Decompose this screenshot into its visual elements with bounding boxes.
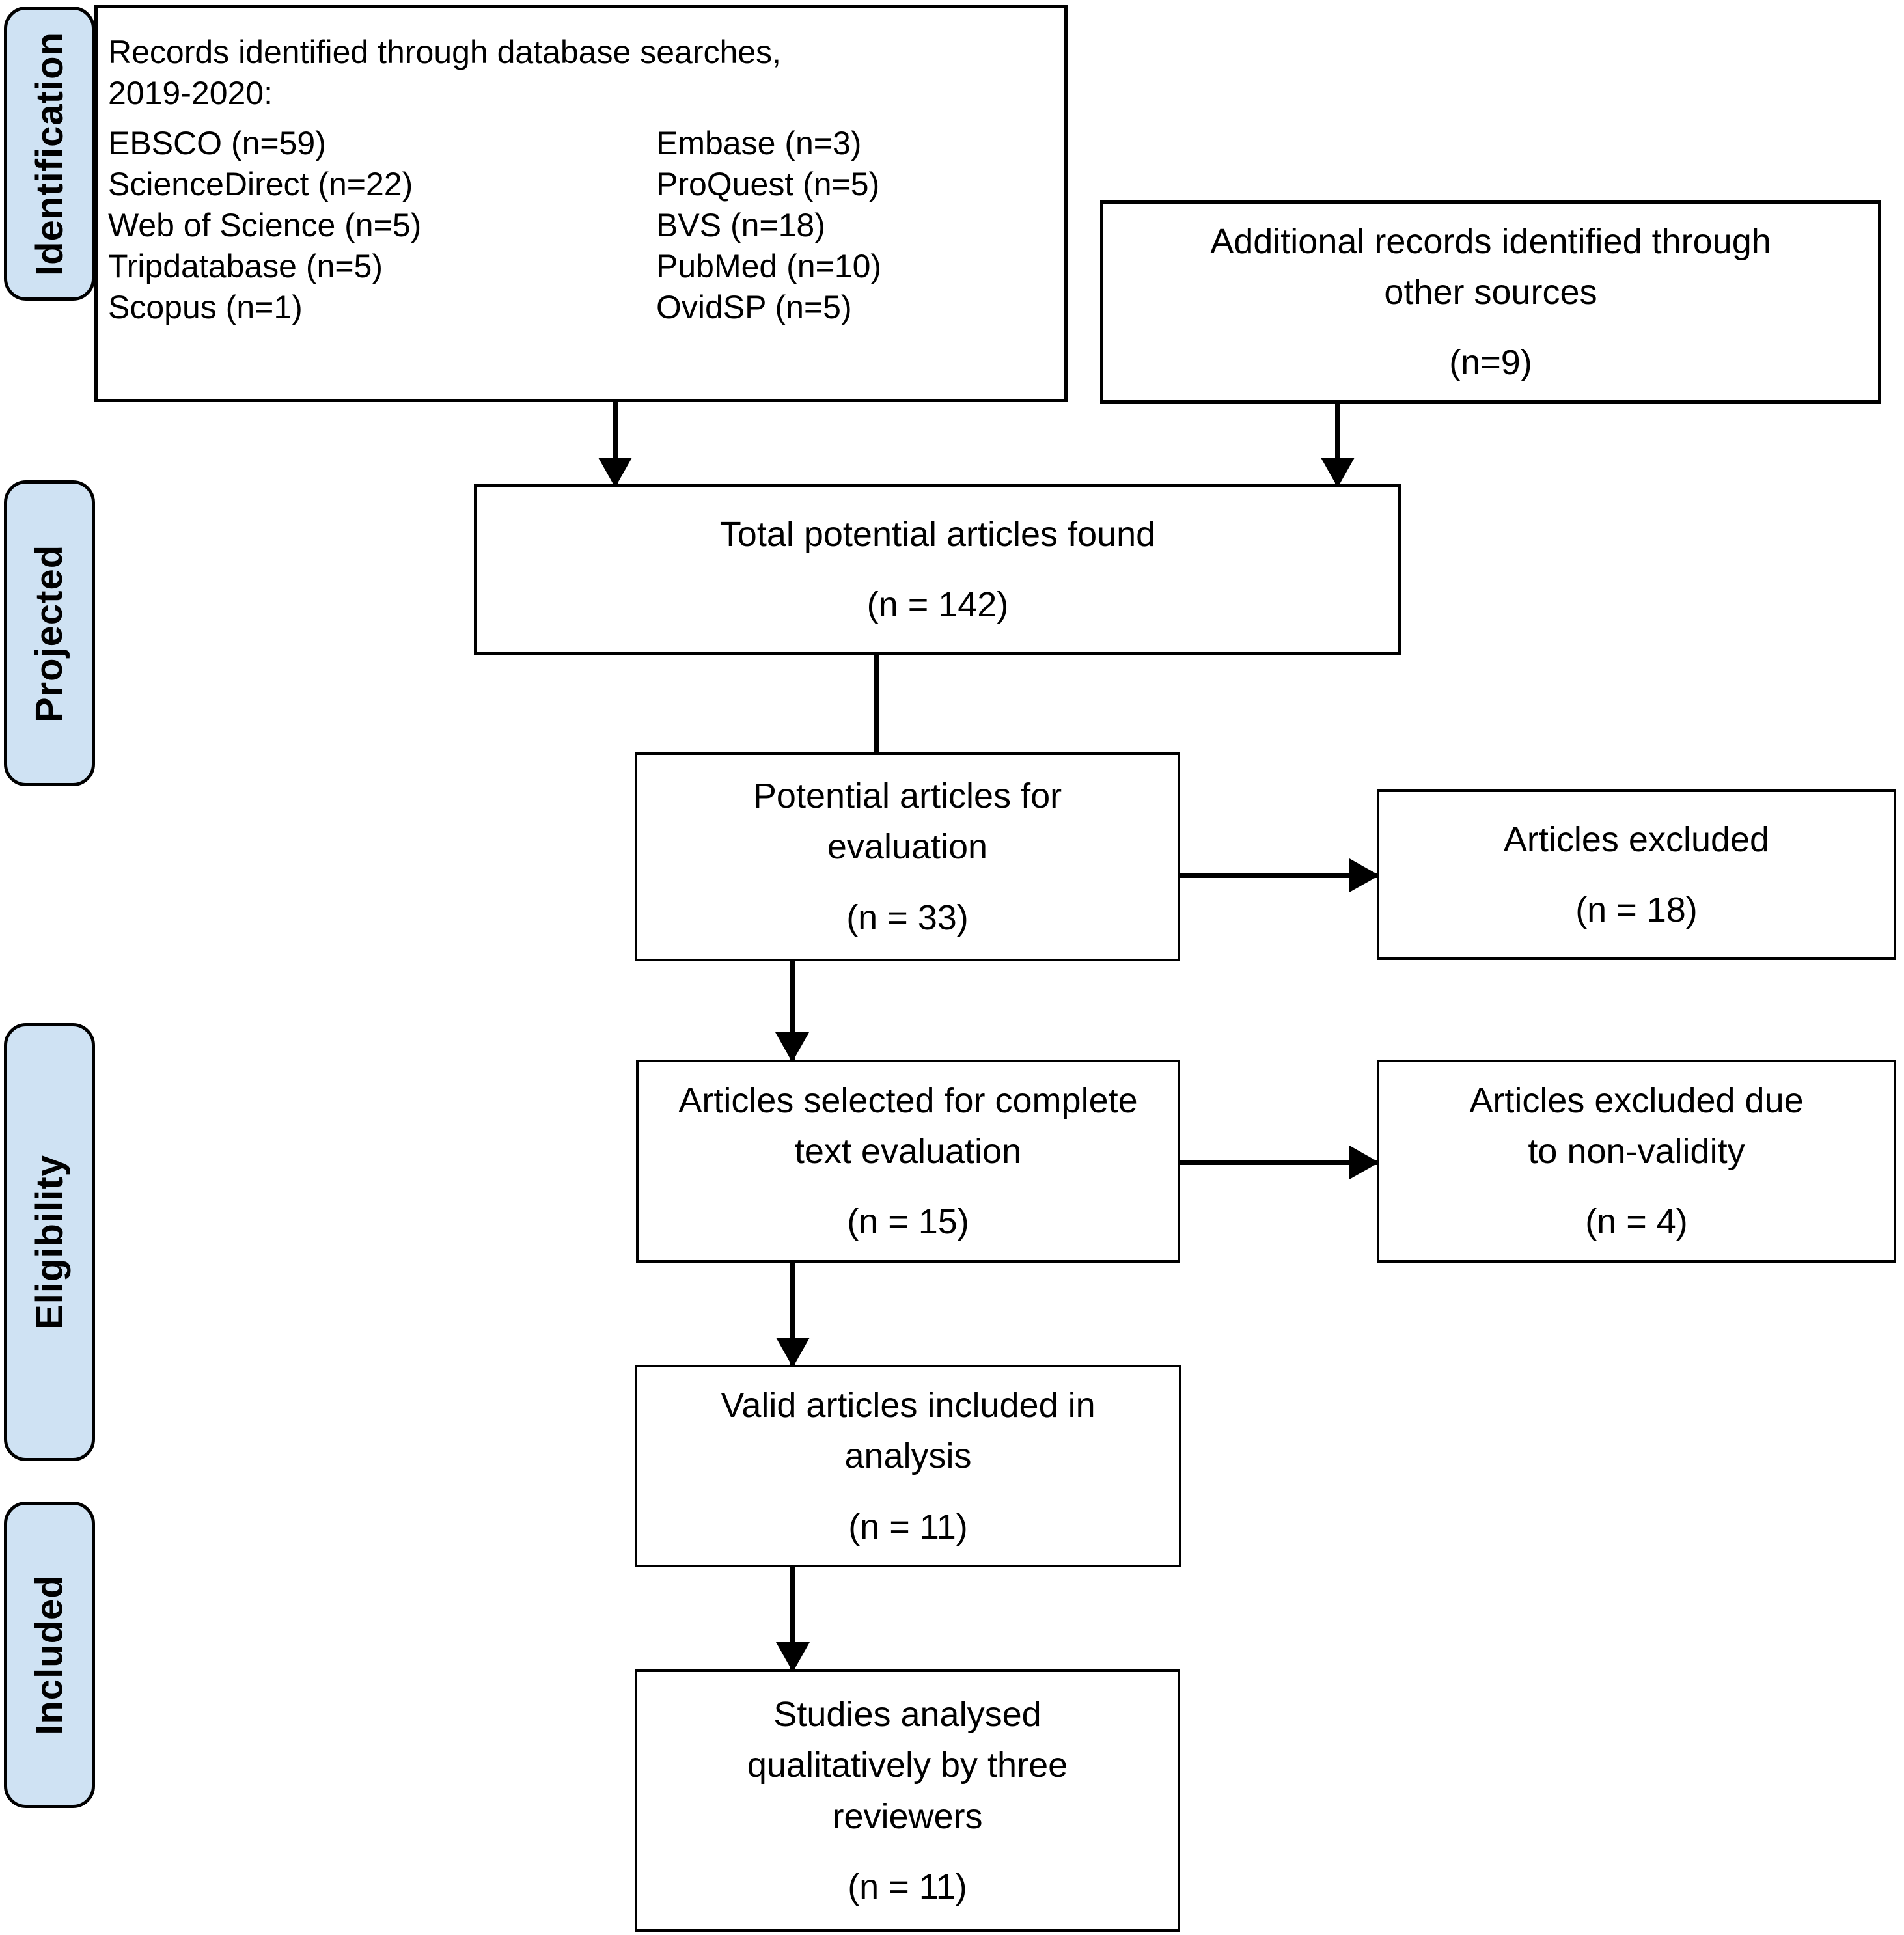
stage-identification-label: Identification bbox=[28, 31, 71, 276]
count-line: (n = 18) bbox=[1575, 890, 1698, 929]
box-records-identified: Records identified through database sear… bbox=[94, 5, 1068, 402]
box-studies-analysed: Studies analysed qualitatively by three … bbox=[635, 1669, 1180, 1932]
records-content: Records identified through database sear… bbox=[98, 8, 1064, 328]
box-line: Articles selected for complete bbox=[678, 1080, 1138, 1120]
records-columns: EBSCO (n=59) ScienceDirect (n=22) Web of… bbox=[108, 123, 1054, 328]
box-line: Potential articles for bbox=[752, 776, 1062, 816]
stage-included: Included bbox=[4, 1502, 95, 1808]
records-db-item: EBSCO (n=59) bbox=[108, 125, 326, 161]
stage-projected-label: Projected bbox=[28, 544, 71, 722]
box-line: evaluation bbox=[827, 827, 988, 867]
box-line: Total potential articles found bbox=[719, 514, 1156, 554]
articles-excluded-content: Articles excluded (n = 18) bbox=[1379, 792, 1894, 957]
box-additional-records: Additional records identified through ot… bbox=[1100, 200, 1881, 404]
box-selected-full-text: Articles selected for complete text eval… bbox=[636, 1060, 1180, 1263]
box-line: Articles excluded due bbox=[1469, 1080, 1804, 1120]
stage-eligibility: Eligibility bbox=[4, 1023, 95, 1461]
records-col2: Embase (n=3) ProQuest (n=5) BVS (n=18) P… bbox=[656, 123, 1054, 328]
box-line: other sources bbox=[1384, 272, 1597, 312]
records-db-item: PubMed (n=10) bbox=[656, 248, 882, 284]
records-db-item: ProQuest (n=5) bbox=[656, 166, 880, 202]
count-line: (n=9) bbox=[1449, 343, 1532, 383]
selected-full-text-content: Articles selected for complete text eval… bbox=[639, 1062, 1178, 1260]
records-title-line1: Records identified through database sear… bbox=[108, 34, 781, 70]
box-line: Studies analysed bbox=[773, 1694, 1042, 1734]
records-db-item: Web of Science (n=5) bbox=[108, 207, 422, 243]
records-db-item: Tripdatabase (n=5) bbox=[108, 248, 383, 284]
box-total-found: Total potential articles found (n = 142) bbox=[474, 484, 1401, 655]
box-line: analysis bbox=[844, 1436, 972, 1476]
count-line: (n = 11) bbox=[848, 1507, 968, 1546]
box-valid-included: Valid articles included in analysis (n =… bbox=[635, 1365, 1181, 1567]
records-col1: EBSCO (n=59) ScienceDirect (n=22) Web of… bbox=[108, 123, 656, 328]
box-line: text evaluation bbox=[794, 1131, 1022, 1171]
count-line: (n = 142) bbox=[866, 585, 1009, 624]
total-found-content: Total potential articles found (n = 142) bbox=[477, 487, 1398, 652]
valid-included-content: Valid articles included in analysis (n =… bbox=[637, 1367, 1179, 1565]
count-line: (n = 11) bbox=[848, 1867, 967, 1906]
excluded-non-validity-content: Articles excluded due to non-validity (n… bbox=[1379, 1062, 1894, 1260]
box-articles-excluded: Articles excluded (n = 18) bbox=[1377, 789, 1896, 960]
box-line: to non-validity bbox=[1528, 1131, 1745, 1171]
count-line: (n = 4) bbox=[1585, 1202, 1688, 1242]
box-line: reviewers bbox=[832, 1796, 983, 1836]
box-line: Articles excluded bbox=[1503, 819, 1770, 859]
stage-included-label: Included bbox=[28, 1574, 71, 1735]
studies-analysed-content: Studies analysed qualitatively by three … bbox=[637, 1672, 1178, 1929]
records-db-item: ScienceDirect (n=22) bbox=[108, 166, 413, 202]
records-db-item: BVS (n=18) bbox=[656, 207, 825, 243]
box-line: Valid articles included in bbox=[721, 1386, 1096, 1425]
records-db-item: OvidSP (n=5) bbox=[656, 289, 852, 325]
additional-records-content: Additional records identified through ot… bbox=[1103, 204, 1878, 400]
box-potential-evaluation: Potential articles for evaluation (n = 3… bbox=[635, 752, 1180, 961]
potential-evaluation-content: Potential articles for evaluation (n = 3… bbox=[637, 755, 1178, 959]
stage-eligibility-label: Eligibility bbox=[28, 1155, 71, 1330]
count-line: (n = 15) bbox=[847, 1202, 969, 1242]
count-line: (n = 33) bbox=[846, 898, 969, 937]
box-line: qualitatively by three bbox=[747, 1746, 1068, 1785]
box-excluded-non-validity: Articles excluded due to non-validity (n… bbox=[1377, 1060, 1896, 1263]
records-title-line2: 2019-2020: bbox=[108, 75, 273, 111]
stage-identification: Identification bbox=[4, 7, 95, 301]
stage-projected: Projected bbox=[4, 480, 95, 786]
records-db-item: Scopus (n=1) bbox=[108, 289, 303, 325]
box-line: Additional records identified through bbox=[1210, 221, 1771, 261]
records-db-item: Embase (n=3) bbox=[656, 125, 862, 161]
